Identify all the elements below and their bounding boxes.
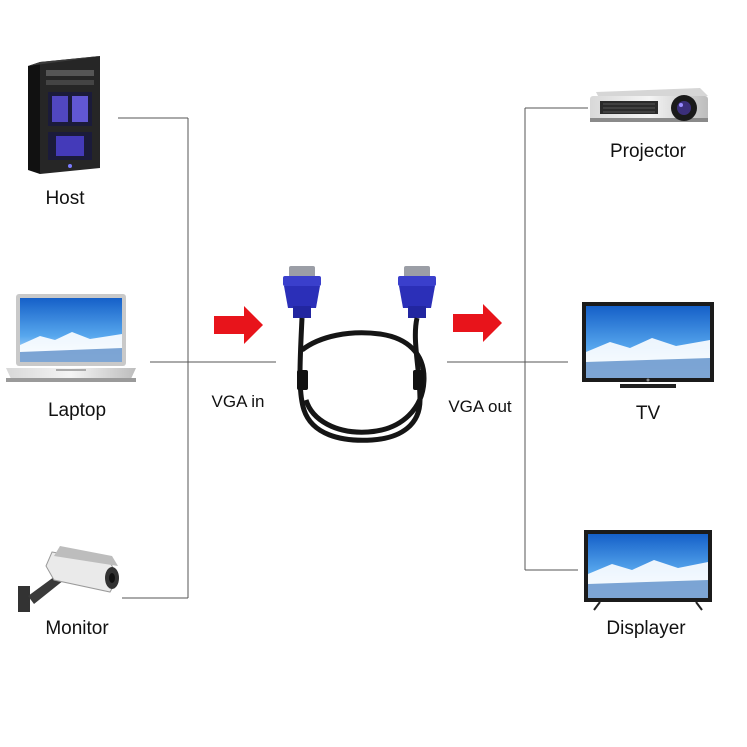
vga-in-label: VGA in: [211, 392, 265, 411]
laptop-label: Laptop: [47, 400, 107, 421]
arrow-out-icon: [453, 304, 502, 342]
left-connector-lines: [118, 117, 276, 599]
displayer-label: Displayer: [606, 618, 686, 639]
arrow-in-icon: [214, 306, 263, 344]
projector-icon: [590, 88, 708, 122]
tv-label: TV: [635, 403, 661, 424]
monitor-label: Monitor: [45, 618, 109, 639]
projector-label: Projector: [609, 141, 687, 162]
right-connector-lines: [447, 107, 588, 571]
pc-tower-icon: [28, 56, 100, 174]
security-camera-icon: [18, 546, 119, 612]
laptop-icon: [6, 294, 136, 382]
tv-icon: [582, 302, 714, 388]
host-label: Host: [45, 188, 85, 209]
display-icon: [584, 530, 712, 611]
vga-out-label: VGA out: [448, 397, 512, 416]
vga-cable-icon: [283, 266, 436, 443]
